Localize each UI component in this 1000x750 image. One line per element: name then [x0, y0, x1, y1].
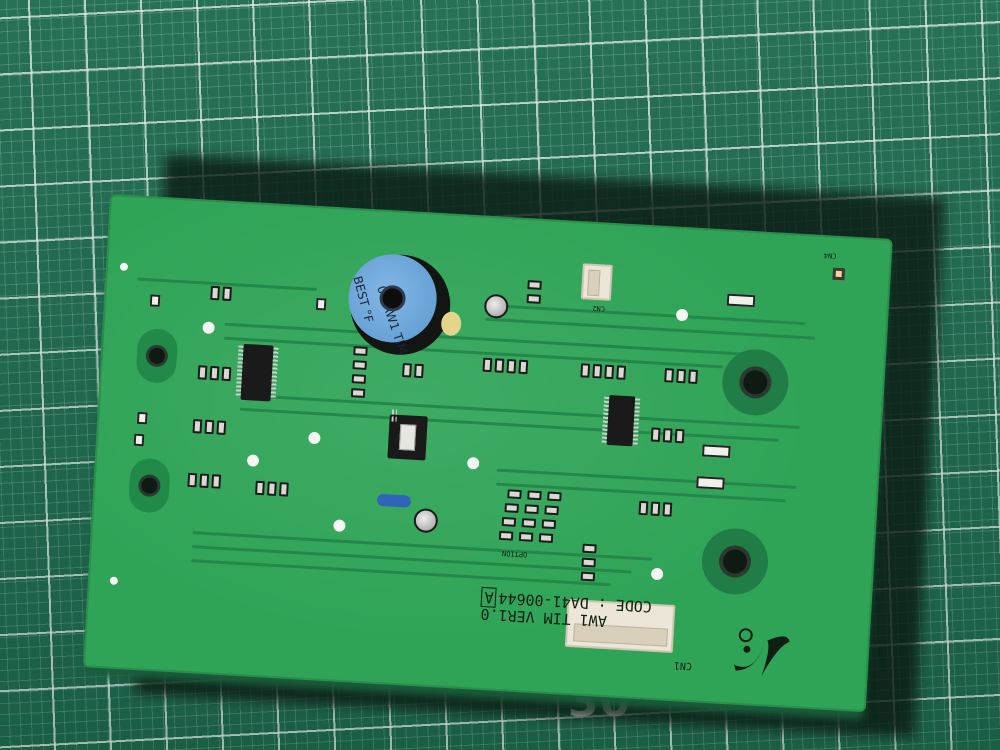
pcb-board: 09 AW1 TIM BEST °F	[84, 196, 891, 711]
connector-label-cn4: CN4	[823, 251, 837, 260]
mounting-pad	[135, 327, 179, 384]
smd-resistor	[204, 419, 215, 435]
via-hole	[308, 431, 321, 445]
smd-resistor	[524, 504, 539, 515]
smd-resistor	[504, 503, 519, 513]
smd-transistor	[133, 433, 145, 447]
smd-transistor	[149, 294, 161, 307]
smd-resistor	[402, 363, 412, 378]
smd-resistor	[521, 518, 537, 528]
smd-resistor	[518, 359, 529, 375]
smd-resistor	[664, 368, 674, 383]
smd-resistor	[544, 505, 559, 516]
electrolytic-capacitor	[413, 507, 439, 534]
revision-box: A	[480, 586, 498, 608]
board-code-block: AW1 TIM VER1.0 CODE : DA41-00644A	[480, 586, 652, 632]
smd-resistor	[482, 357, 493, 373]
smd-resistor	[526, 294, 542, 304]
microcontroller-ic	[387, 414, 428, 461]
option-label: OPTION	[501, 549, 528, 559]
glue-blob	[440, 311, 462, 337]
mounting-pad	[720, 347, 791, 418]
smd-resistor	[592, 363, 603, 379]
smd-resistor	[604, 364, 615, 380]
smd-resistor	[353, 346, 368, 356]
via-hole	[109, 576, 119, 585]
smd-resistor	[527, 280, 542, 290]
via-hole	[466, 456, 480, 470]
smd-transistor	[726, 293, 756, 308]
driver-ic-right	[606, 394, 636, 447]
smd-resistor	[674, 428, 685, 444]
smd-resistor	[580, 363, 591, 378]
smd-resistor	[676, 368, 686, 384]
smd-resistor	[501, 516, 517, 527]
smd-resistor	[210, 285, 220, 301]
smd-resistor	[688, 369, 698, 384]
smd-resistor	[209, 365, 220, 381]
via-hole	[675, 308, 689, 322]
smd-resistor	[650, 501, 661, 517]
connector-label-cn1: CN1	[673, 659, 693, 672]
connector-cn2	[580, 263, 613, 301]
smd-resistor	[197, 365, 208, 380]
smd-resistor	[580, 571, 596, 582]
smd-transistor	[701, 444, 731, 459]
smd-resistor	[221, 366, 232, 382]
smd-resistor	[267, 481, 277, 496]
corner-test-pad	[832, 267, 846, 281]
smd-transistor	[315, 297, 327, 311]
smd-resistor	[216, 420, 227, 435]
smd-resistor	[650, 427, 661, 442]
smd-resistor	[350, 388, 366, 398]
via-hole	[119, 262, 129, 272]
trace	[191, 559, 611, 587]
smd-resistor	[638, 500, 649, 516]
driver-ic-left	[240, 343, 274, 402]
smd-resistor	[581, 557, 596, 568]
smd-resistor	[662, 428, 673, 443]
smd-resistor	[506, 359, 517, 374]
smd-resistor	[518, 532, 534, 542]
smd-transistor	[136, 411, 148, 425]
smd-resistor	[538, 533, 554, 543]
mounting-pad	[700, 526, 770, 597]
smd-resistor	[211, 474, 222, 489]
smd-resistor	[507, 489, 522, 500]
electrolytic-capacitor	[483, 293, 509, 319]
trace	[239, 407, 780, 442]
via-hole	[333, 519, 346, 532]
smd-resistor	[255, 480, 265, 496]
smd-resistor	[662, 502, 673, 517]
manufacturer-logo-icon	[734, 628, 790, 677]
via-hole	[650, 567, 664, 581]
smd-resistor	[351, 374, 367, 384]
smd-resistor	[192, 419, 203, 434]
blue-resistor	[376, 493, 412, 508]
smd-resistor	[541, 519, 557, 530]
connector-label-cn2: CN2	[592, 303, 606, 313]
via-hole	[246, 454, 260, 467]
smd-resistor	[494, 358, 505, 373]
smd-resistor	[582, 543, 597, 554]
smd-transistor	[696, 476, 725, 490]
smd-resistor	[222, 286, 232, 302]
smd-resistor	[352, 360, 367, 370]
smd-resistor	[199, 473, 210, 489]
smd-resistor	[187, 472, 198, 488]
smd-resistor	[547, 491, 562, 502]
via-hole	[202, 321, 215, 335]
smd-resistor	[498, 530, 514, 541]
smd-resistor	[616, 365, 627, 380]
buzzer-sound-hole	[382, 287, 404, 309]
ic-label-sticker	[399, 423, 416, 452]
smd-resistor	[527, 490, 542, 501]
mounting-pad	[127, 457, 171, 514]
connector-slot	[587, 269, 601, 297]
trace	[191, 545, 632, 574]
smd-resistor	[414, 363, 424, 379]
trace	[223, 336, 724, 369]
smd-resistor	[279, 482, 289, 497]
buzzer-label-line2: BEST °F	[350, 274, 376, 325]
